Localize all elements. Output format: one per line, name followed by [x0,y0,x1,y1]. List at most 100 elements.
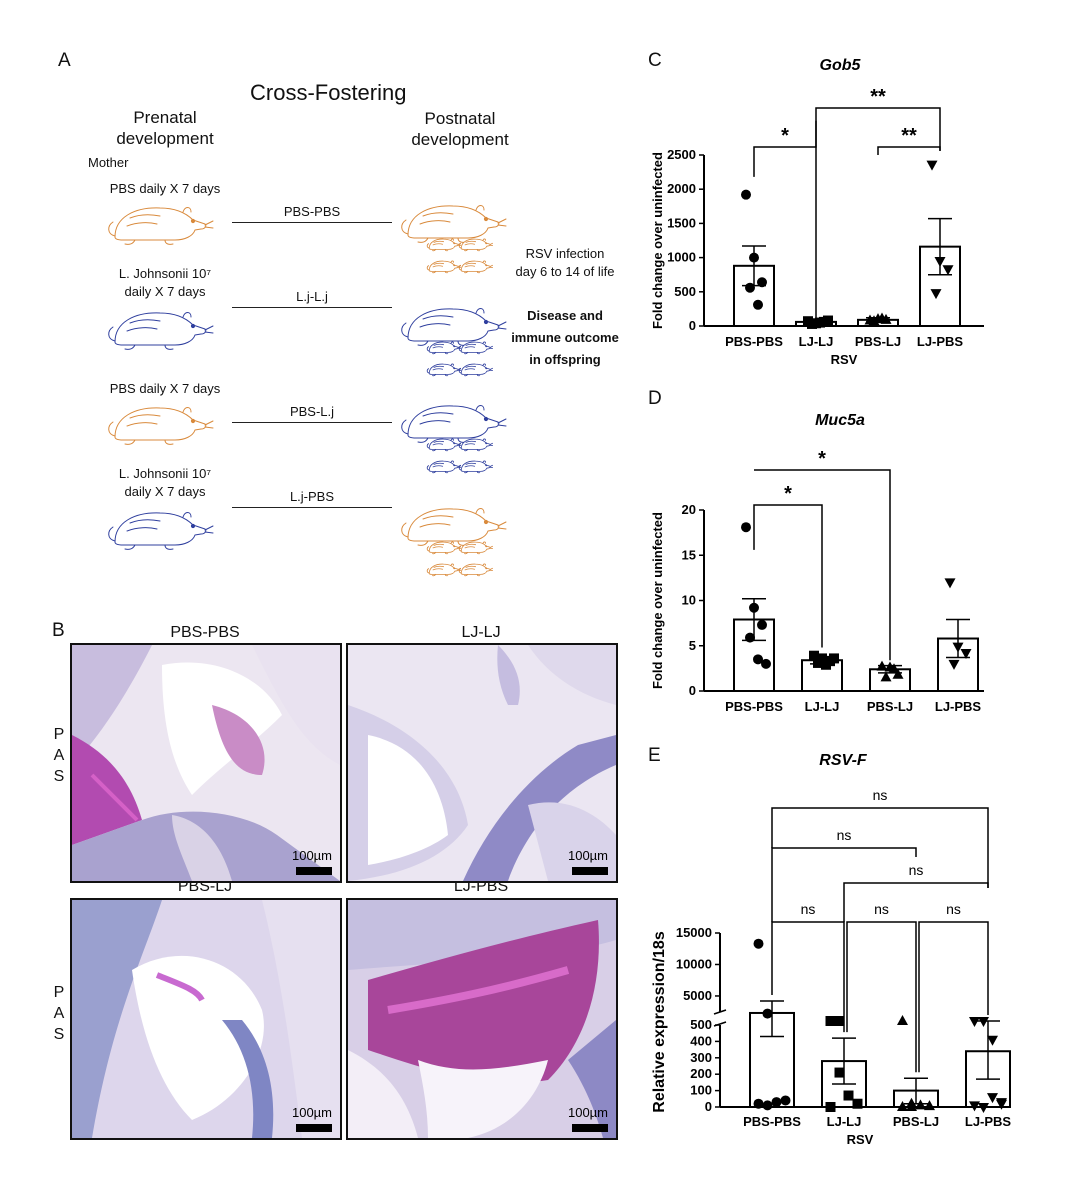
panel-letter-e: E [648,745,661,766]
data-point [825,1102,836,1112]
significance-bracket [771,847,917,922]
data-point [762,1008,773,1019]
significance-bracket [877,146,941,155]
data-point [821,659,831,670]
postnatal-heading: Postnatal development [411,109,509,149]
y-axis-label: Relative expression/18s [651,931,668,1113]
x-tick-label: PBS-LJ [867,699,913,714]
significance-label: * [781,125,789,147]
data-point [987,1093,998,1104]
treatment-line1: PBS daily X 7 days [109,381,221,396]
significance-bracket [846,921,917,1073]
significance-label: ns [909,862,924,878]
axis-break-mark [713,1009,727,1015]
significance-bracket [843,882,989,922]
histology-drawing [72,645,340,881]
data-point [815,317,825,328]
group-label: PBS-L.j [289,404,335,419]
treatment-line2: daily X 7 days [124,284,206,299]
y-tick-label: 0 [689,683,696,698]
data-point [996,1098,1007,1109]
histology-image-pbs-lj: 100µm [70,898,342,1140]
y-tick-label: 0 [689,318,696,333]
data-point [926,160,938,171]
scale-bar-label: 100µm [567,1105,608,1120]
data-point [942,265,954,276]
panel-letter-a: A [58,50,71,71]
x-axis-label: RSV [847,1132,874,1147]
pas-letter-s: S [53,1026,65,1043]
x-tick-label: PBS-PBS [725,334,783,349]
outcome-line2: immune outcome [511,330,619,345]
pas-stain-label-top: P A S [52,724,66,787]
data-point [934,257,946,268]
x-tick-label: LJ-LJ [805,699,840,714]
pas-letter-a: A [53,1005,65,1022]
group-label: L.j-PBS [289,489,335,504]
scale-bar [296,867,332,875]
significance-label: ns [873,787,888,803]
data-point [745,632,755,643]
rsv-infection-line1: RSV infection [525,246,605,261]
prenatal-heading: Prenatal development [116,108,214,148]
data-point [741,522,751,533]
y-tick-label: 10 [682,593,696,608]
data-point [809,650,819,661]
y-tick-label: 5 [689,638,696,653]
significance-label: ** [901,125,917,147]
y-tick-label: 0 [705,1099,712,1114]
data-point [915,1099,926,1110]
data-point [834,1067,845,1078]
y-tick-label: 1500 [667,215,696,230]
significance-bracket [753,504,823,648]
data-point [741,189,751,200]
scale-bar-label: 100µm [291,848,332,863]
chart-title: RSV-F [819,752,868,769]
x-tick-label: LJ-PBS [935,699,982,714]
foster-litter-icon [401,405,507,474]
foster-litter-icon [401,308,507,377]
outcome-note: Disease and immune outcome in offspring [505,305,625,371]
data-point [897,1101,908,1111]
pas-letter-a: A [53,747,65,764]
y-axis-label: Fold change over uninfected [650,512,665,689]
panel-a-title: Cross-Fostering [250,80,407,105]
y-tick-label: 400 [690,1033,712,1048]
significance-label: * [818,448,826,470]
rsv-infection-line2: day 6 to 14 of life [515,264,615,279]
data-point [749,602,759,613]
histology-drawing [348,645,616,881]
scale-bar [572,1124,608,1132]
data-point [892,668,904,679]
scale-bar [572,867,608,875]
y-tick-label: 100 [690,1083,712,1098]
data-point [823,315,833,326]
histology-drawing [348,900,616,1138]
mother-treatment: PBS daily X 7 days [90,180,240,198]
significance-bracket [918,921,989,1073]
data-point [852,1098,863,1109]
treatment-line1: PBS daily X 7 days [109,181,221,196]
histology-image-pbs-pbs: 100µm [70,643,342,883]
data-point [930,289,942,300]
significance-label: ns [946,901,961,917]
data-point [876,660,888,671]
significance-label: ** [870,86,886,108]
x-tick-label: PBS-LJ [893,1114,939,1129]
data-point [829,653,839,664]
data-point [762,1100,773,1111]
group-label: L.j-L.j [296,289,328,304]
foster-litter-icon [401,205,507,274]
significance-label: ns [801,901,816,917]
significance-bracket [754,469,891,661]
data-point [807,318,817,329]
y-tick-label: 500 [674,284,696,299]
y-tick-label: 300 [690,1050,712,1065]
data-point [745,282,755,293]
data-point [906,1101,917,1111]
data-point [757,619,767,630]
pas-letter-p: P [53,984,65,1001]
